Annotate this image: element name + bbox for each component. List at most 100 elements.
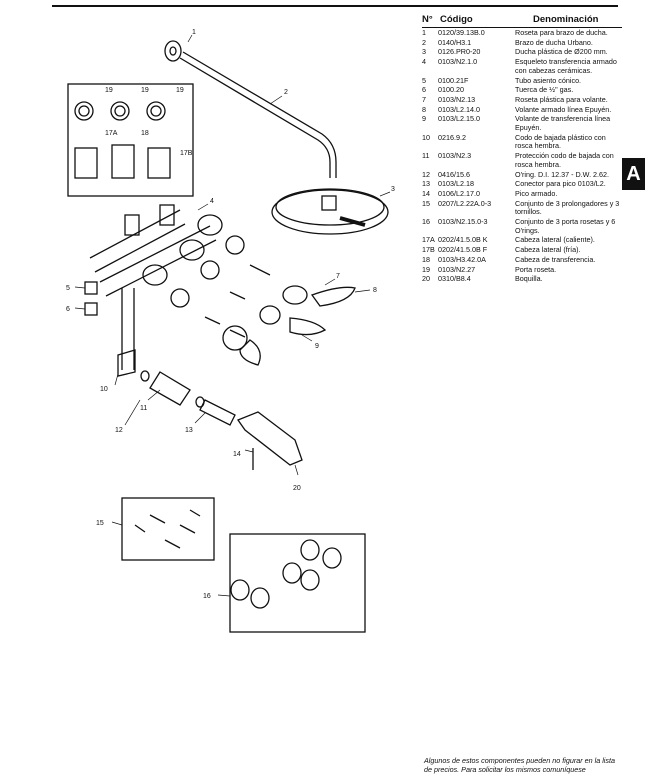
callout-20: 20: [293, 485, 301, 492]
table-row: 6 0100.20 Tuerca de ½" gas.: [422, 86, 622, 95]
header-code: Código: [440, 14, 473, 25]
row-number: 20: [422, 274, 430, 284]
parts-table: N° Código Denominación 1 0120/39.13B.0 Ros…: [422, 14, 622, 284]
callout-4: 4: [210, 198, 214, 205]
row-description: Codo de bajada plástico con rosca hembra…: [515, 132, 606, 151]
row-number: 5: [422, 75, 426, 85]
row-code: 0103/H3.42.0A: [438, 254, 486, 264]
row-description: Conjunto de 3 porta rosetas y 6 O'rings.: [515, 217, 616, 235]
table-row: 18 0103/H3.42.0A Cabeza de transferencia.: [422, 254, 622, 265]
row-code: 0103/N2.27: [438, 264, 476, 274]
row-code: 0202/41.5.0B F: [438, 245, 488, 255]
callout-17a: 17A: [105, 130, 118, 137]
row-description: Pico armado.: [515, 188, 558, 198]
row-description: Boquilla.: [515, 274, 543, 284]
table-row: 20 0310/B8.4 Boquilla.: [422, 275, 622, 284]
row-number: 3: [422, 47, 426, 57]
row-code: 0103/L2.14.0: [438, 104, 480, 114]
row-number: 17A: [422, 235, 435, 245]
callout-1: 1: [192, 29, 196, 36]
part-4-valve-body: [89, 204, 245, 308]
row-code: 0106/L2.17.0: [438, 188, 480, 198]
row-number: 7: [422, 94, 426, 104]
row-description: Volante armado línea Epuyén.: [515, 104, 612, 114]
row-description: Cabeza lateral (caliente).: [515, 235, 595, 245]
callout-8: 8: [373, 287, 377, 294]
part-3-shower-head: [271, 188, 389, 235]
callout-16: 16: [203, 593, 211, 600]
row-code: 0202/41.5.0B K: [438, 235, 488, 245]
row-description: O'ring. D.I. 12.37 - D.W. 2.62.: [515, 169, 610, 179]
callout-5: 5: [66, 285, 70, 292]
row-code: 0100.21F: [438, 75, 469, 85]
row-number: 16: [422, 217, 430, 227]
row-description: Roseta para brazo de ducha.: [515, 28, 608, 37]
row-number: 12: [422, 169, 430, 179]
row-code: 0103/N2.1.0: [438, 57, 478, 67]
row-description: Ducha plástica de Ø200 mm.: [515, 47, 608, 57]
row-number: 18: [422, 254, 430, 264]
callout-17b: 17B: [180, 150, 193, 157]
callout-14: 14: [233, 451, 241, 458]
header-rule: [52, 5, 618, 7]
part-16-box: [229, 533, 366, 633]
table-row: 12 0416/15.6 O'ring. D.I. 12.37 - D.W. 2.6…: [422, 169, 622, 180]
table-row: 10 0216.9.2 Codo de bajada plástico con ro…: [422, 132, 622, 151]
row-description: Porta roseta.: [515, 264, 557, 274]
footnote: Algunos de estos componentes pueden no f…: [424, 756, 615, 774]
callout-7: 7: [336, 273, 340, 280]
row-number: 6: [422, 85, 426, 95]
row-code: 0103/L2.15.0: [438, 114, 480, 124]
row-code: 0103/N2.13: [438, 94, 476, 104]
row-number: 10: [422, 132, 430, 142]
row-number: 14: [422, 188, 430, 198]
row-description: Conector para pico 0103/L2.: [515, 179, 606, 189]
callout-11: 11: [140, 405, 147, 412]
part-19-box: [67, 83, 194, 197]
row-number: 11: [422, 151, 430, 161]
part-2-shower-arm: [179, 51, 337, 178]
row-code: 0310/B8.4: [438, 274, 471, 284]
callout-19c: 19: [176, 87, 184, 94]
row-description: Cabeza de transferencia.: [515, 254, 596, 264]
callout-2: 2: [284, 89, 288, 96]
row-number: 19: [422, 264, 430, 274]
row-description: Tuerca de ½" gas.: [515, 85, 574, 95]
header-no: N°: [422, 14, 433, 25]
row-code: 0416/15.6: [438, 169, 470, 179]
row-code: 0103/N2.15.0-3: [438, 217, 488, 227]
table-row: 19 0103/N2.27 Porta roseta.: [422, 264, 622, 275]
row-description: Volante de transferencia línea Epuyén.: [515, 114, 611, 133]
callout-6: 6: [66, 306, 70, 313]
callout-19b: 19: [141, 87, 149, 94]
callout-13: 13: [185, 427, 193, 434]
callout-19a: 19: [105, 87, 113, 94]
table-row: 3 0126.PR0-20 Ducha plástica de Ø200 mm.: [422, 48, 622, 57]
section-tab: A: [622, 158, 645, 190]
row-number: 4: [422, 57, 426, 67]
row-code: 0216.9.2: [438, 132, 466, 142]
row-code: 0120/39.13B.0: [438, 28, 485, 37]
row-code: 0103/L2.18: [438, 179, 474, 189]
row-code: 0126.PR0-20: [438, 47, 481, 57]
row-number: 1: [422, 28, 426, 37]
row-number: 13: [422, 179, 430, 189]
row-code: 0100.20: [438, 85, 464, 95]
part-15-box: [121, 497, 215, 561]
callout-18: 18: [141, 130, 149, 137]
part-20-spout: [236, 411, 303, 470]
header-name: Denominación: [533, 14, 599, 25]
row-number: 9: [422, 114, 426, 124]
part-1-rosette: [164, 40, 182, 62]
callout-9: 9: [315, 343, 319, 350]
row-number: 17B: [422, 245, 435, 255]
row-description: Protección codo de bajada con rosca hemb…: [515, 151, 614, 169]
